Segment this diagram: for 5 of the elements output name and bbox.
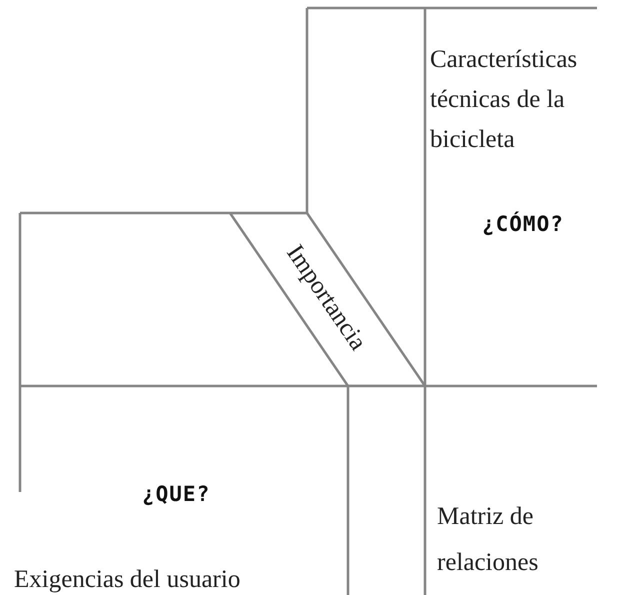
question-heading: ¿QUE? [142,482,210,506]
question-heading: ¿CÓMO? [482,212,564,236]
row-heading: Exigencias del usuario [14,565,240,595]
matrix-heading: Matriz de relaciones [437,502,540,578]
column-heading: Características técnicas de la bicicleta [430,45,578,155]
